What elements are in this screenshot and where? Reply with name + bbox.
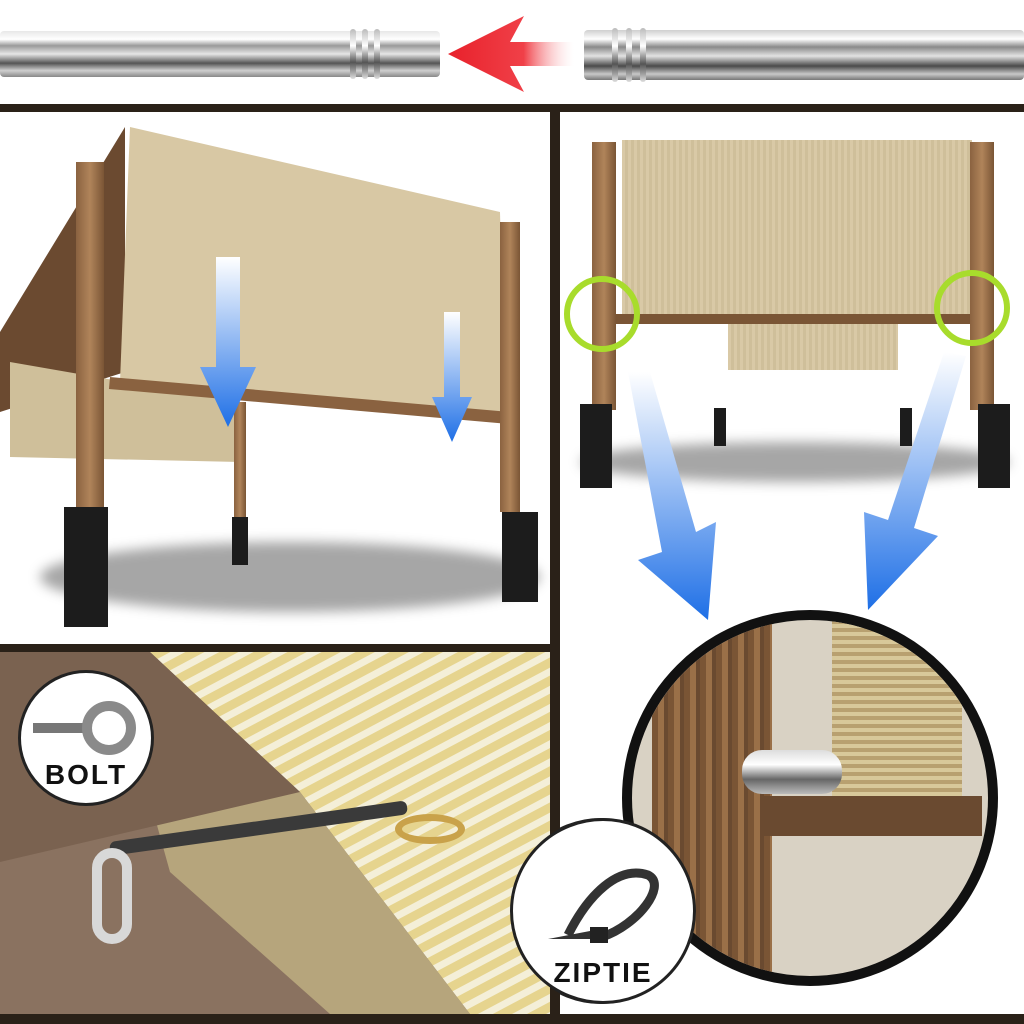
pergola-post <box>76 162 104 512</box>
pergola-perspective-panel <box>0 112 550 644</box>
post-base <box>232 517 248 565</box>
post-base <box>580 404 612 488</box>
pole-groove <box>626 28 632 82</box>
eye-bolt-icon <box>33 701 136 755</box>
bolt-badge: BOLT <box>18 670 154 806</box>
pergola-post <box>500 222 520 512</box>
pointer-arrow-icon <box>628 372 716 620</box>
post-base <box>900 408 912 446</box>
down-arrow-icon <box>200 257 256 427</box>
wood-beam <box>762 796 982 836</box>
eye-bolt-ring <box>92 848 132 944</box>
highlight-circle-right <box>934 270 1010 346</box>
join-arrow-icon <box>448 16 574 92</box>
pointer-arrow-icon <box>864 352 966 610</box>
pole-groove <box>362 29 368 79</box>
ziptie-label: ZIPTIE <box>553 957 653 988</box>
ziptie-badge: ZIPTIE <box>510 818 696 1004</box>
roller-pipe <box>742 750 842 794</box>
bolt-label: BOLT <box>44 759 128 790</box>
ground-shadow <box>40 542 540 612</box>
pole-groove <box>640 28 646 82</box>
down-arrow-icon <box>432 312 472 442</box>
rear-canopy <box>728 324 898 370</box>
post-base <box>502 512 538 602</box>
shade-fabric <box>832 620 962 800</box>
pergola-post <box>234 402 246 522</box>
shade-canopy <box>622 140 972 316</box>
pole-groove <box>374 29 380 79</box>
post-base <box>714 408 726 446</box>
roller-bar <box>608 314 984 324</box>
pole-groove <box>612 28 618 82</box>
zip-tie-icon <box>548 868 659 943</box>
post-base <box>978 404 1010 488</box>
pole-groove <box>350 29 356 79</box>
pole-connection-banner <box>0 0 1024 104</box>
post-base <box>64 507 108 627</box>
right-pole-segment <box>584 30 1024 80</box>
grommet <box>395 814 465 844</box>
highlight-circle-left <box>564 276 640 352</box>
